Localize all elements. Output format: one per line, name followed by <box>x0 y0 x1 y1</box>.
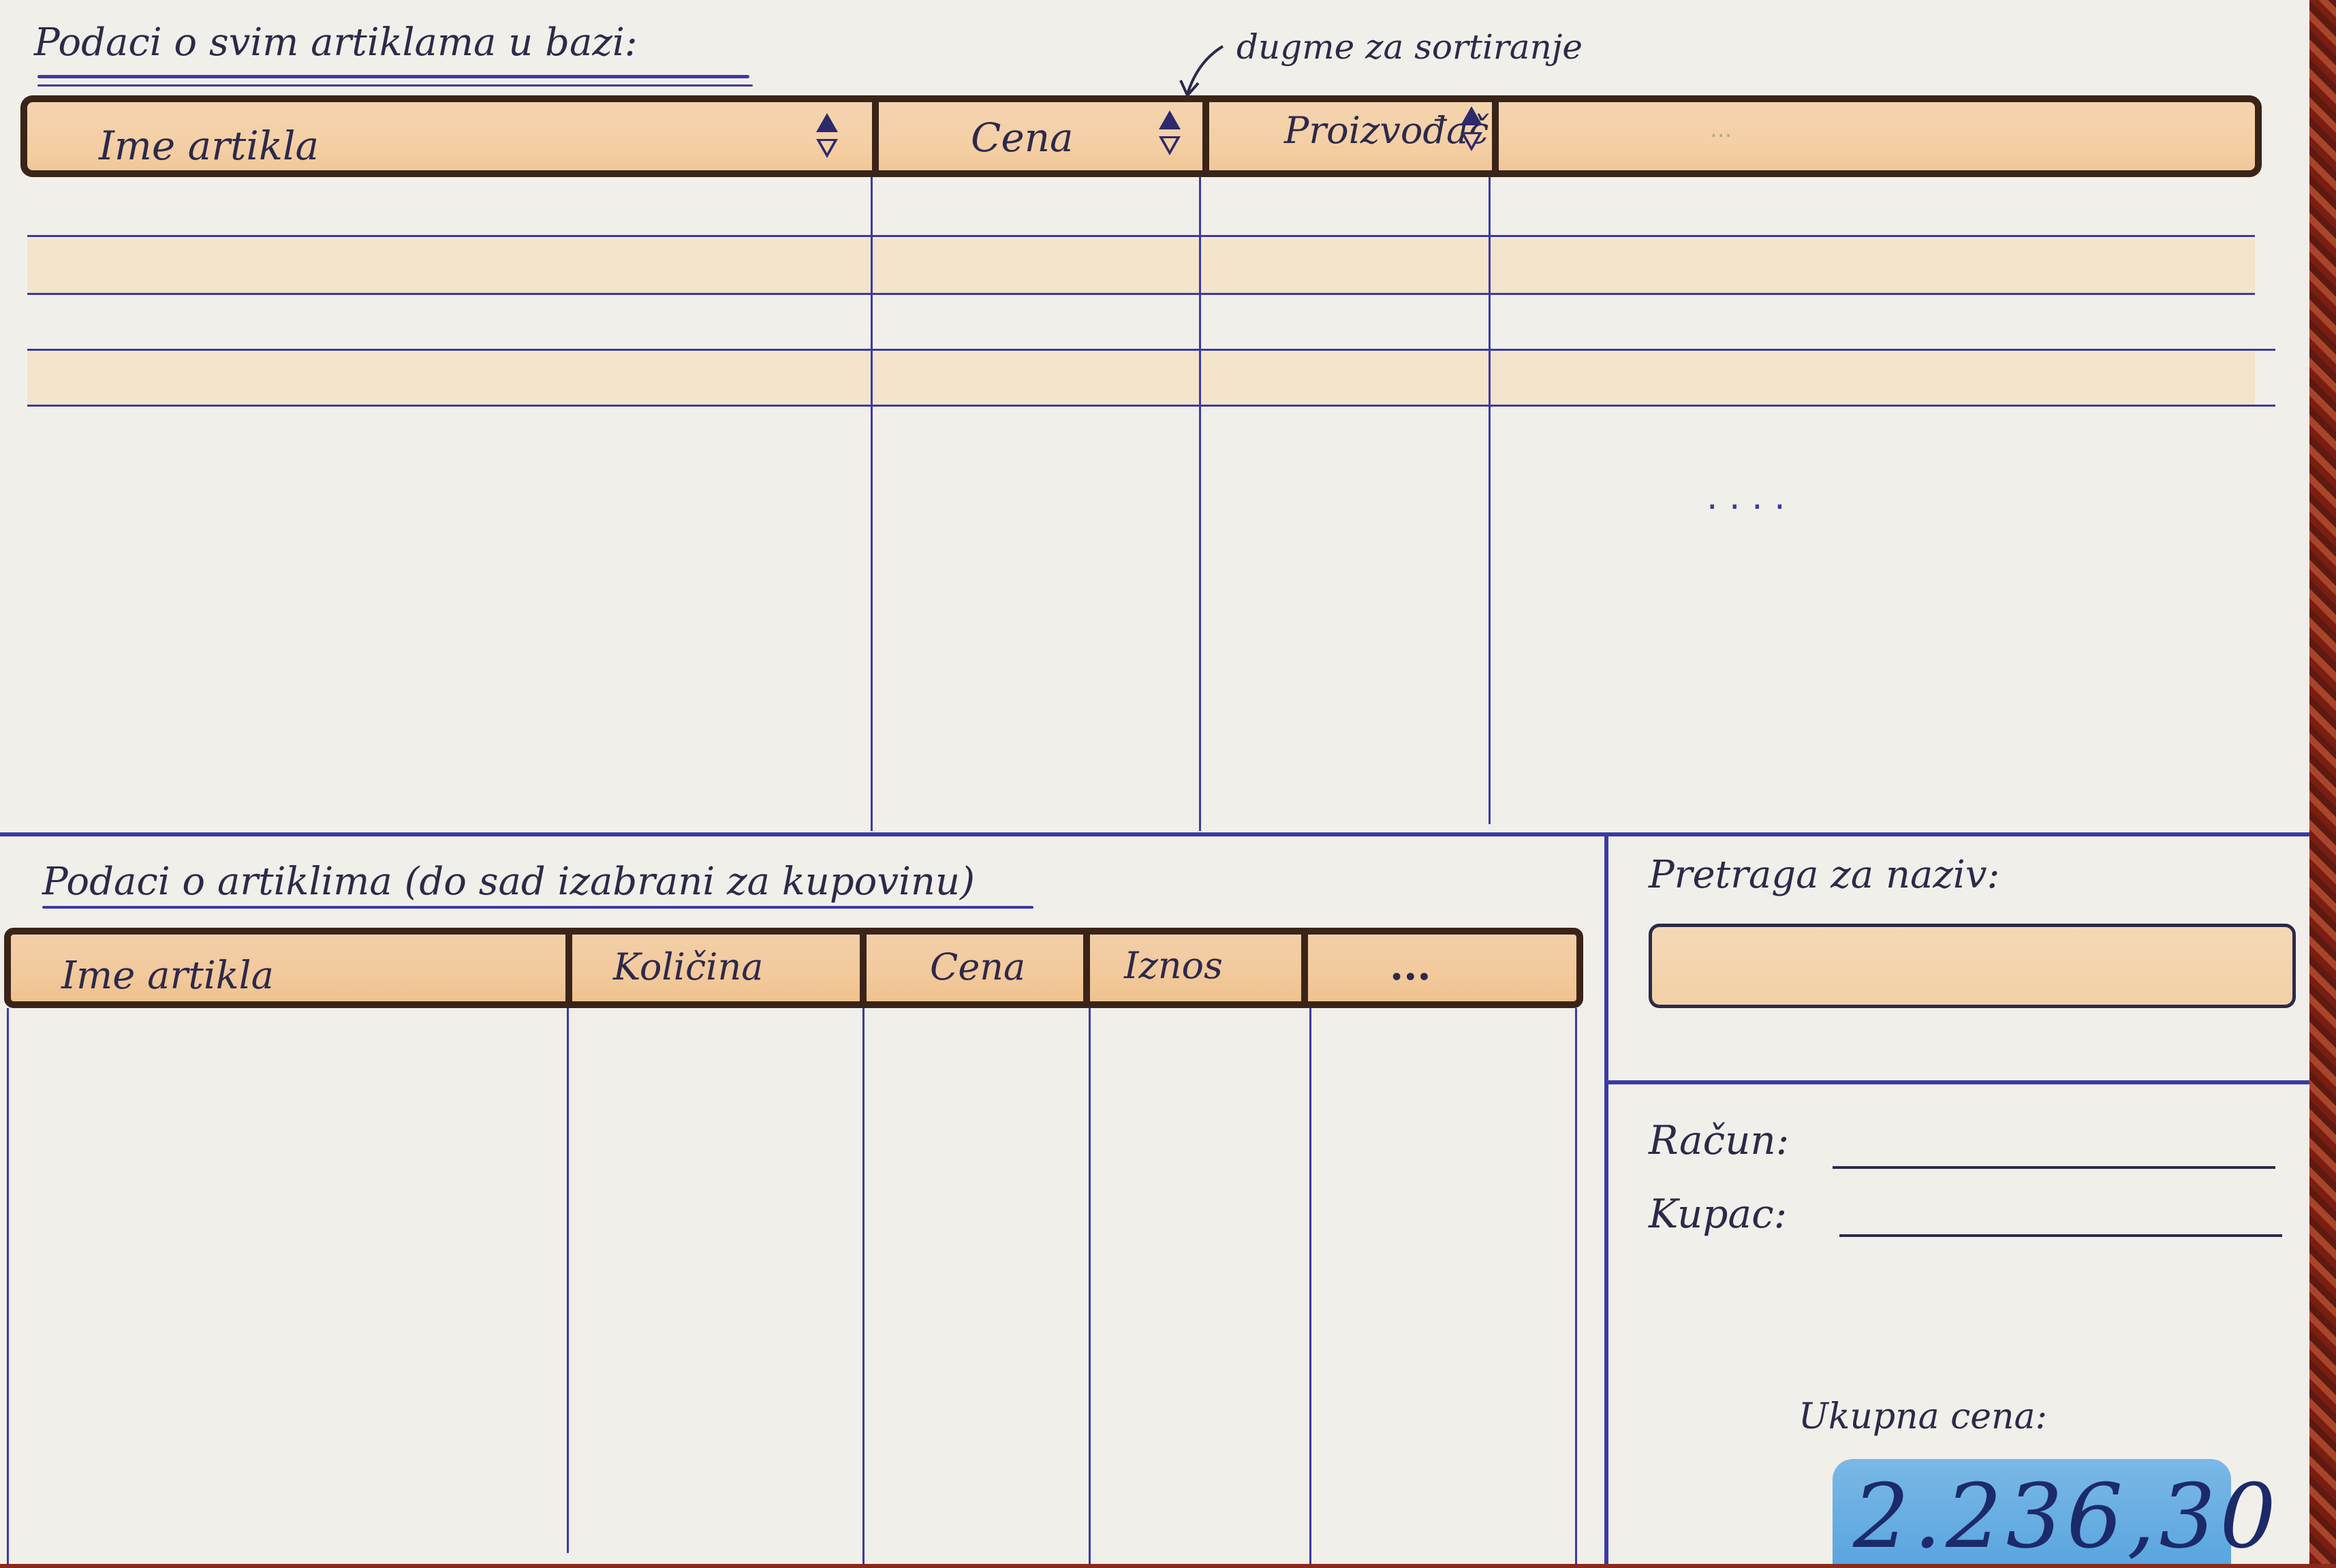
selected-items-section-title: Podaci o artiklima (do sad izabrani za k… <box>42 860 975 904</box>
sort-item-name-button[interactable] <box>812 110 839 165</box>
sort-button-annotation: dugme za sortiranje <box>1236 27 1583 67</box>
column-header-item-name[interactable]: Ime artikla <box>99 123 320 169</box>
table-column-line <box>1089 1008 1091 1564</box>
selected-items-table-header <box>4 928 1583 1008</box>
invoice-field[interactable] <box>1833 1166 2275 1169</box>
header-divider <box>860 928 867 1008</box>
total-price-label: Ukupna cena: <box>1798 1396 2048 1437</box>
column-header-more[interactable]: ... <box>1390 943 1431 989</box>
table-column-line <box>862 1008 865 1564</box>
column-header-amount[interactable]: Iznos <box>1124 944 1223 987</box>
right-panel-divider <box>1608 1080 2309 1084</box>
sort-ascending-icon <box>1461 106 1482 125</box>
total-price-value: 2.236,30 <box>1853 1464 2280 1568</box>
search-label: Pretraga za naziv: <box>1649 853 2000 897</box>
header-divider <box>565 928 572 1008</box>
sort-manufacturer-button[interactable] <box>1457 104 1484 158</box>
header-divider <box>872 95 879 177</box>
search-name-input[interactable] <box>1649 924 2296 1008</box>
table-column-line <box>7 1008 9 1564</box>
sort-ascending-icon <box>1159 110 1181 129</box>
customer-field[interactable] <box>1839 1234 2282 1237</box>
sort-descending-icon-fill <box>820 141 834 153</box>
table-row-line <box>27 293 2255 295</box>
all-items-table-header <box>20 95 2262 177</box>
table-column-line <box>1309 1008 1311 1564</box>
header-divider <box>1083 928 1090 1008</box>
table-row-line <box>27 349 2275 351</box>
column-header-quantity[interactable]: Količina <box>613 945 764 988</box>
more-rows-marker: . . . . <box>1707 477 1786 518</box>
header-divider <box>1492 95 1499 177</box>
total-price-highlight <box>1833 1459 2231 1564</box>
column-header-more[interactable]: ... <box>1710 116 1732 143</box>
table-column-line <box>1199 177 1201 831</box>
all-items-title-underline-2 <box>37 84 753 87</box>
column-header-price[interactable]: Cena <box>971 114 1074 161</box>
table-column-line <box>871 177 873 831</box>
table-column-line <box>1575 1008 1577 1564</box>
table-row-highlight <box>27 238 2255 293</box>
sort-descending-icon-fill <box>1163 138 1177 151</box>
table-row-line <box>27 405 2275 407</box>
sort-descending-icon-fill <box>1465 134 1478 146</box>
table-row-line <box>27 235 2255 237</box>
selected-items-title-underline <box>42 906 1033 909</box>
sort-ascending-icon <box>816 113 838 132</box>
table-column-line <box>1489 177 1491 824</box>
header-divider <box>1202 95 1209 177</box>
sort-price-button[interactable] <box>1155 108 1182 162</box>
invoice-label: Račun: <box>1649 1117 1790 1163</box>
table-column-line <box>567 1008 569 1553</box>
right-panel-border <box>1604 836 1608 1564</box>
column-header-item-name[interactable]: Ime artikla <box>61 954 274 998</box>
all-items-title-underline <box>37 75 749 78</box>
section-divider <box>0 832 2309 836</box>
header-divider <box>1301 928 1308 1008</box>
column-header-manufacturer[interactable]: Proizvođač <box>1284 109 1489 152</box>
annotation-arrow-icon <box>1179 45 1224 98</box>
table-row-highlight <box>27 351 2255 405</box>
column-header-price[interactable]: Cena <box>930 945 1026 988</box>
all-items-section-title: Podaci o svim artiklama u bazi: <box>34 20 638 65</box>
customer-label: Kupac: <box>1649 1191 1788 1237</box>
